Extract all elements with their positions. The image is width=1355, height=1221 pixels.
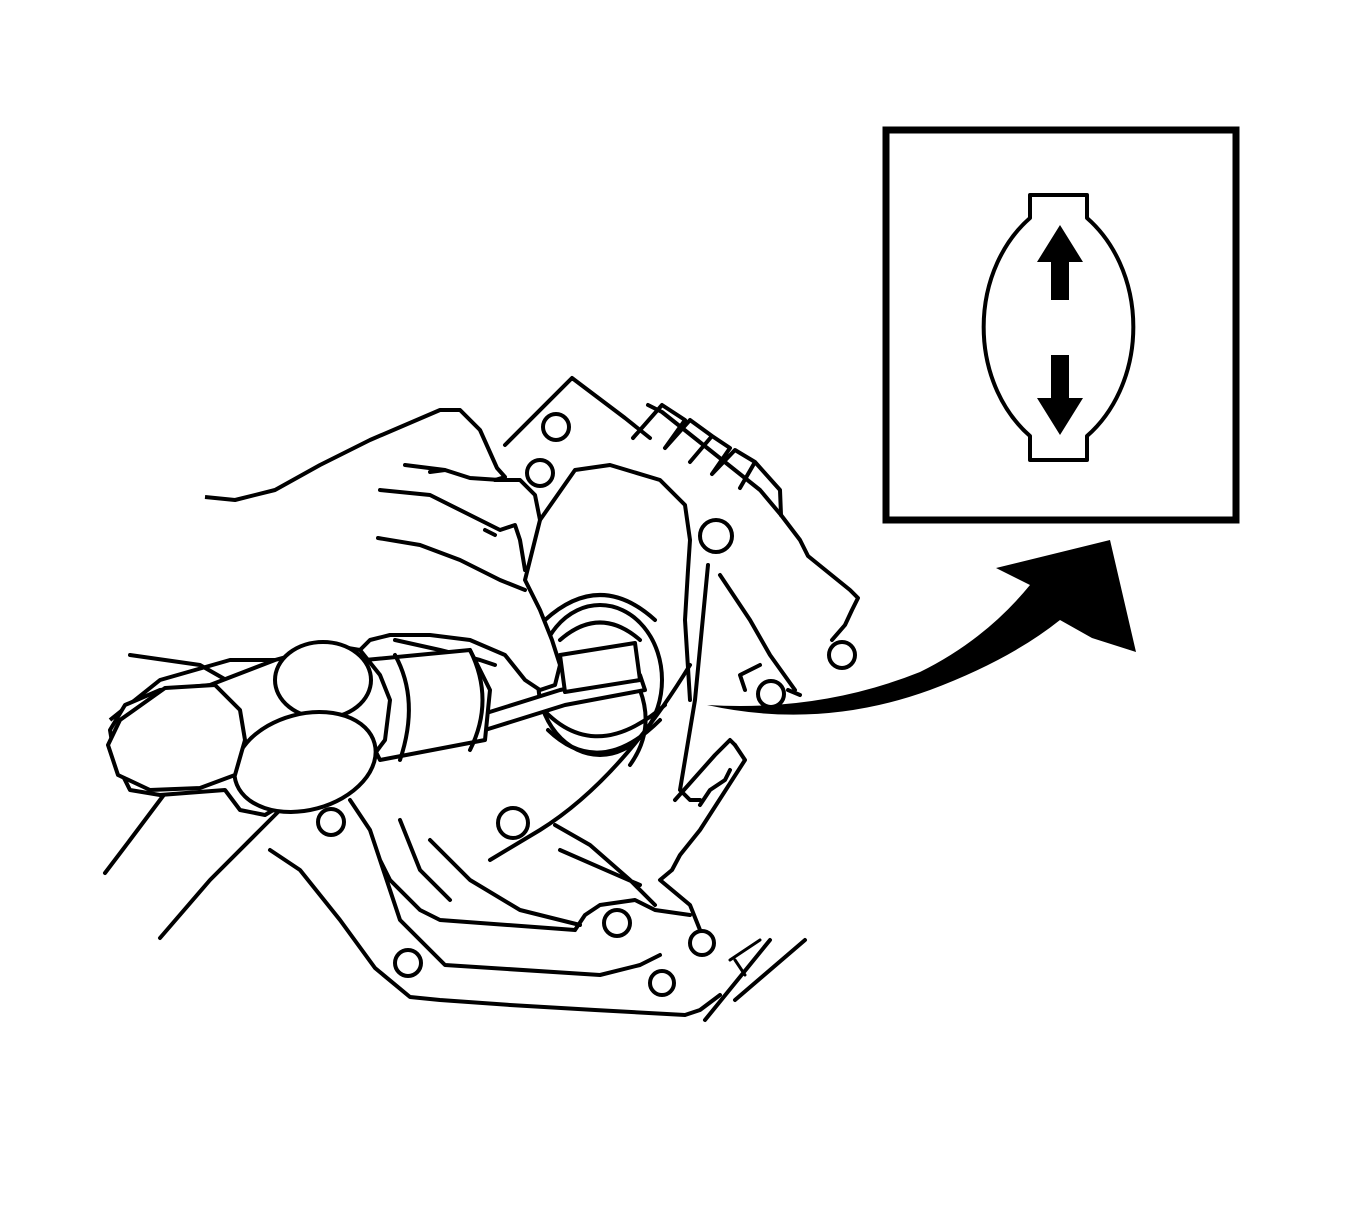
housing-fins bbox=[631, 403, 783, 517]
housing-inner-frame bbox=[398, 463, 797, 927]
detail-inset bbox=[882, 126, 1240, 524]
bearing-profile bbox=[981, 193, 1136, 462]
housing bbox=[268, 376, 860, 1022]
screwdriver-handle-facet bbox=[273, 640, 373, 720]
bolt-hole bbox=[316, 807, 346, 837]
arrow-up bbox=[1037, 225, 1083, 300]
callout-arrow bbox=[707, 540, 1136, 715]
bolt-hole bbox=[698, 518, 734, 554]
housing-detail bbox=[728, 938, 762, 977]
bore-arc-lower bbox=[488, 663, 692, 862]
housing-outline bbox=[503, 376, 860, 1022]
screwdriver-ferrule-ring bbox=[393, 648, 485, 762]
arrow-down bbox=[1037, 355, 1083, 435]
housing-flange bbox=[268, 798, 722, 1017]
screwdriver-handle-facet bbox=[232, 710, 378, 814]
bolt-hole bbox=[688, 929, 716, 957]
bolt-hole bbox=[827, 640, 857, 670]
bolt-hole bbox=[525, 458, 555, 488]
bolt-hole bbox=[496, 806, 530, 840]
hand-finger-lines bbox=[376, 463, 527, 667]
bolt-hole bbox=[541, 412, 571, 442]
screwdriver-handle-end bbox=[106, 683, 247, 792]
callout-arrow-shape bbox=[707, 540, 1136, 715]
screwdriver bbox=[106, 640, 647, 817]
bolt-hole bbox=[756, 679, 786, 709]
bolt-hole bbox=[648, 969, 676, 997]
hand-back bbox=[108, 408, 562, 722]
bolt-hole bbox=[393, 948, 423, 978]
up-down-arrows-icon bbox=[1037, 225, 1083, 435]
bolt-hole bbox=[602, 908, 632, 938]
bore-ring-arcs bbox=[533, 593, 667, 767]
screwdriver-tip bbox=[558, 641, 642, 694]
